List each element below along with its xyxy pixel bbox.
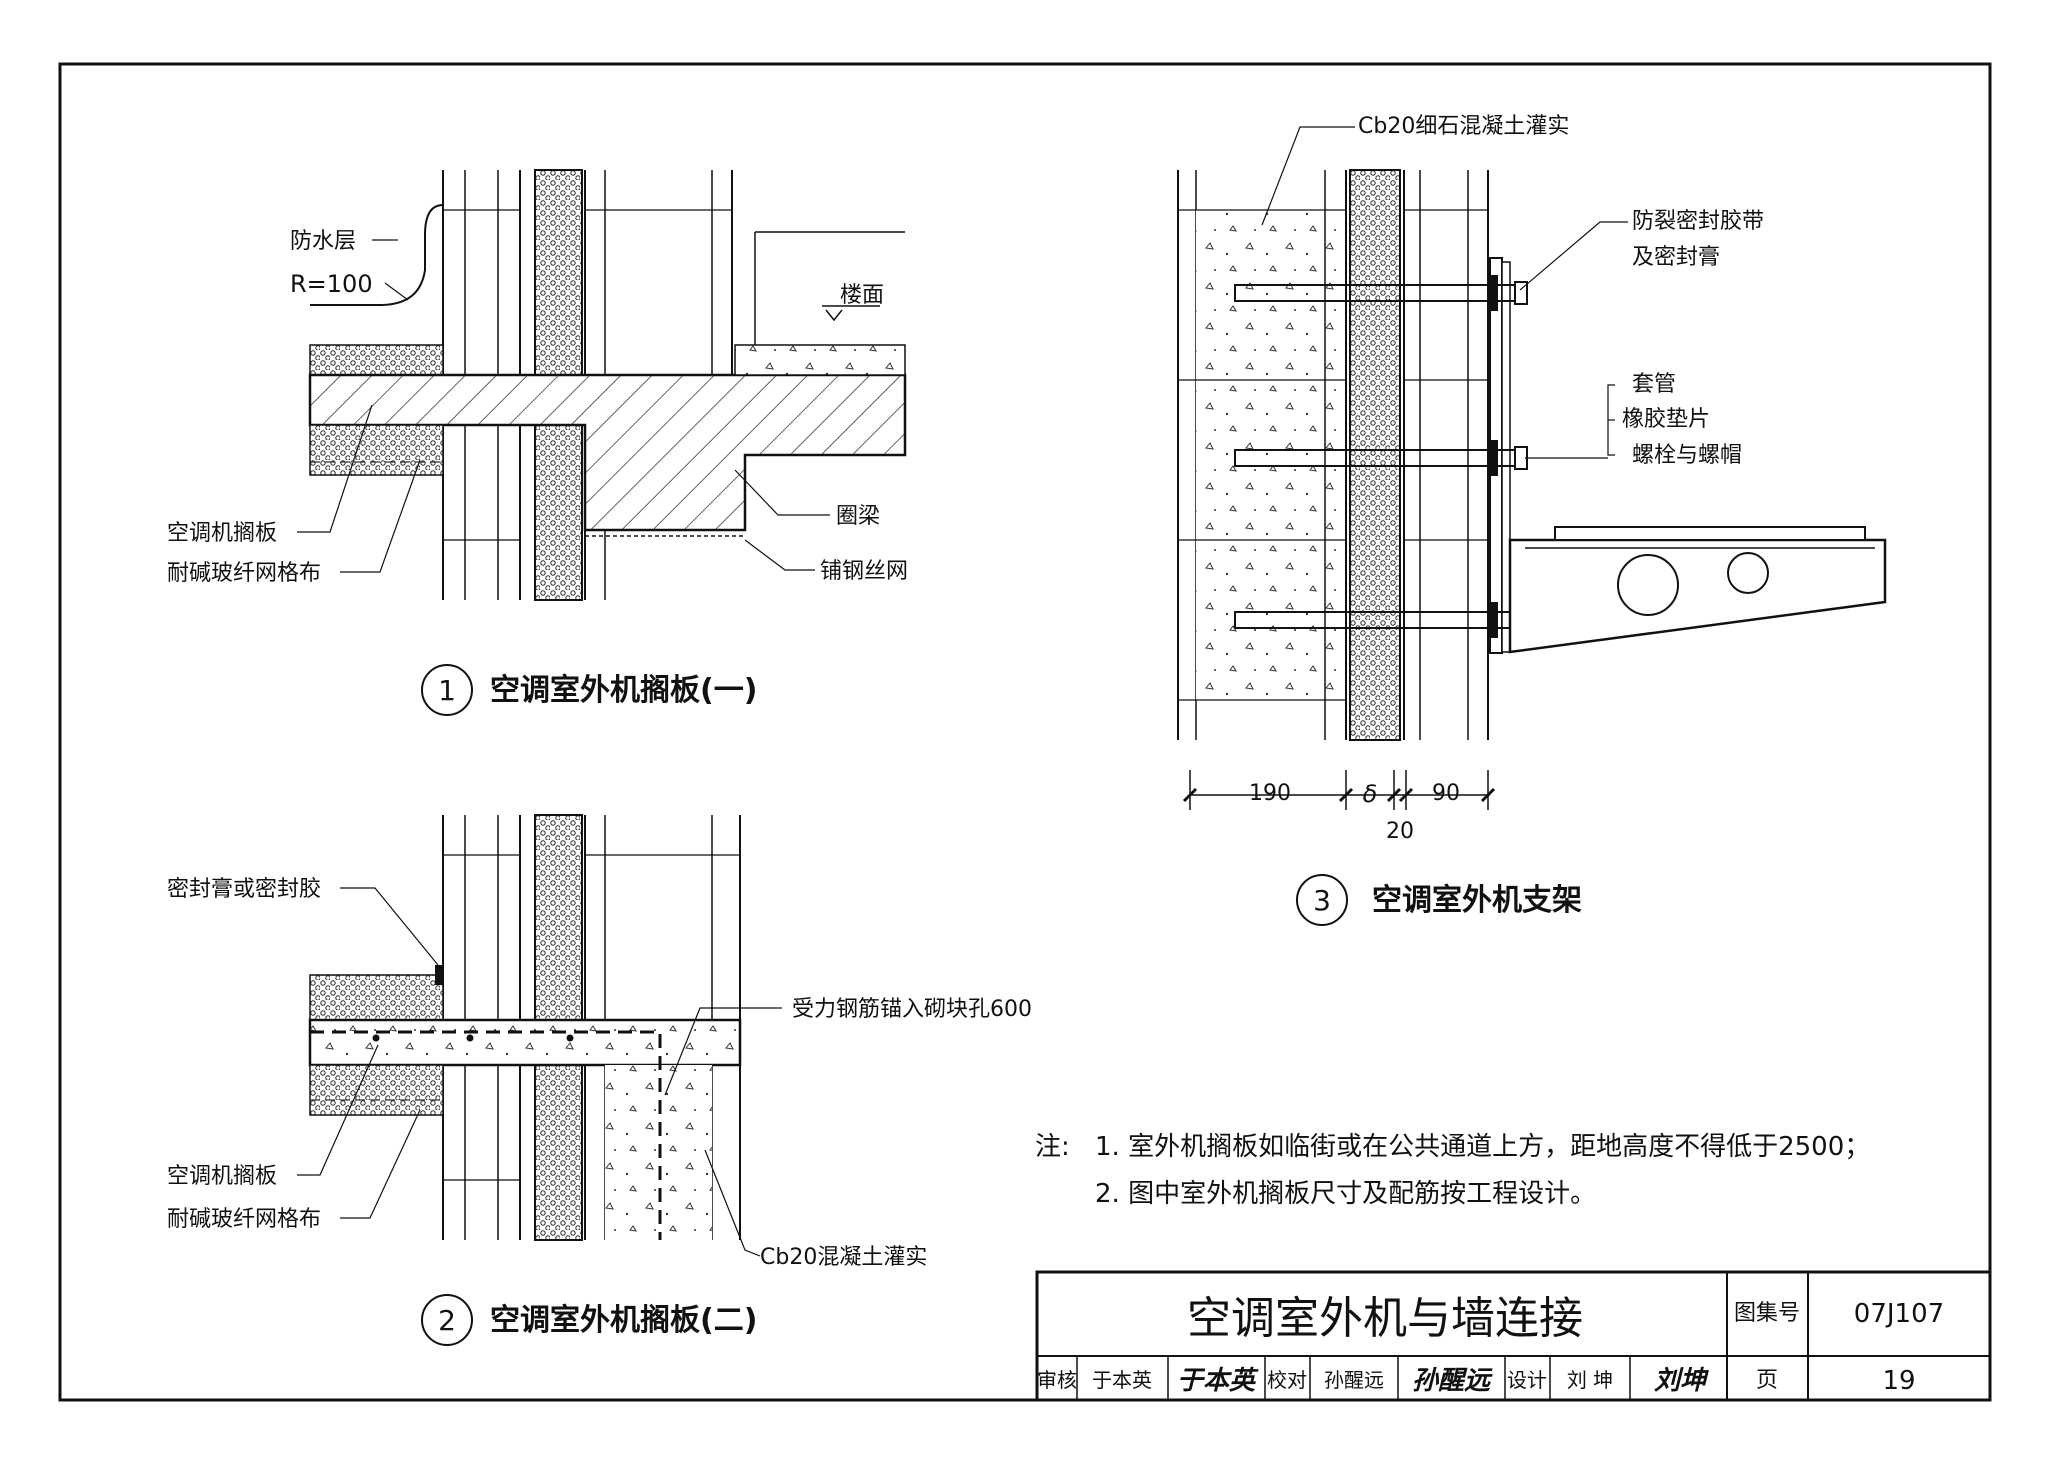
detail-3-drawing: [1177, 126, 1887, 810]
detail-2-drawing: [297, 814, 782, 1257]
dim-delta: δ: [1363, 780, 1378, 808]
d2-concrete-label: Cb20混凝土灌实: [760, 1245, 927, 1270]
detail-2-title: 空调室外机搁板(二): [490, 1303, 757, 1338]
check-label: 校对: [1267, 1368, 1307, 1392]
d1-ring-beam-label: 圈梁: [836, 504, 880, 529]
d1-wire-mesh-label: 铺钢丝网: [820, 559, 908, 584]
d1-shelf-label: 空调机搁板: [167, 521, 277, 546]
detail-1-drawing: [297, 169, 907, 601]
d1-mesh-label: 耐碱玻纤网格布: [167, 561, 321, 586]
d3-sleeve-label: 套管: [1632, 372, 1676, 397]
checker-name: 孙醒远: [1324, 1368, 1384, 1392]
title-block: [1035, 1270, 1992, 1402]
sheet-border: [58, 62, 1992, 1402]
d1-floor-label: 楼面: [840, 283, 884, 308]
d3-tape-label-line1: 防裂密封胶带: [1632, 209, 1764, 234]
detail-1-number: 1: [438, 674, 456, 707]
detail-3-circle: [1296, 874, 1348, 926]
d3-bolt-label: 螺栓与螺帽: [1632, 443, 1742, 468]
note-2: 2. 图中室外机搁板尺寸及配筋按工程设计。: [1095, 1179, 1596, 1209]
d2-shelf-label: 空调机搁板: [167, 1164, 277, 1189]
detail-1-circle: [421, 664, 473, 716]
detail-3-number: 3: [1313, 884, 1331, 917]
design-label: 设计: [1507, 1368, 1547, 1392]
titleblock-atlas-no: 07J107: [1854, 1299, 1944, 1329]
detail-3-title: 空调室外机支架: [1372, 883, 1582, 918]
detail-2-number: 2: [438, 1304, 456, 1337]
detail-1-title: 空调室外机搁板(一): [490, 673, 757, 708]
dim-190: 190: [1249, 781, 1291, 806]
detail-2-circle: [421, 1294, 473, 1346]
titleblock-atlas-label: 图集号: [1734, 1301, 1800, 1326]
d2-mesh-label: 耐碱玻纤网格布: [167, 1207, 321, 1232]
reviewer-name: 于本英: [1092, 1368, 1152, 1392]
titleblock-title: 空调室外机与墙连接: [1187, 1293, 1583, 1344]
titleblock-page-label: 页: [1756, 1368, 1778, 1393]
d2-sealant-label: 密封膏或密封胶: [167, 877, 321, 902]
d2-rebar-label: 受力钢筋锚入砌块孔600: [792, 997, 1032, 1022]
checker-signature: 孙醒远: [1412, 1366, 1493, 1396]
note-1: 1. 室外机搁板如临街或在公共通道上方，距地高度不得低于2500；: [1095, 1132, 1870, 1162]
d3-rubber-label: 橡胶垫片: [1622, 407, 1710, 432]
notes-prefix: 注:: [1035, 1132, 1070, 1162]
d3-tape-label-line2: 及密封膏: [1632, 245, 1720, 270]
d3-fine-concrete-label: Cb20细石混凝土灌实: [1358, 114, 1569, 139]
dim-90: 90: [1432, 781, 1460, 806]
dim-20: 20: [1386, 819, 1414, 844]
d1-radius-label: R=100: [290, 270, 373, 298]
d1-waterproof-label: 防水层: [290, 229, 356, 254]
review-label: 审核: [1037, 1368, 1077, 1392]
titleblock-page-no: 19: [1882, 1366, 1915, 1396]
reviewer-signature: 于本英: [1177, 1366, 1259, 1396]
designer-name: 刘 坤: [1567, 1368, 1613, 1392]
designer-signature: 刘坤: [1654, 1366, 1709, 1396]
